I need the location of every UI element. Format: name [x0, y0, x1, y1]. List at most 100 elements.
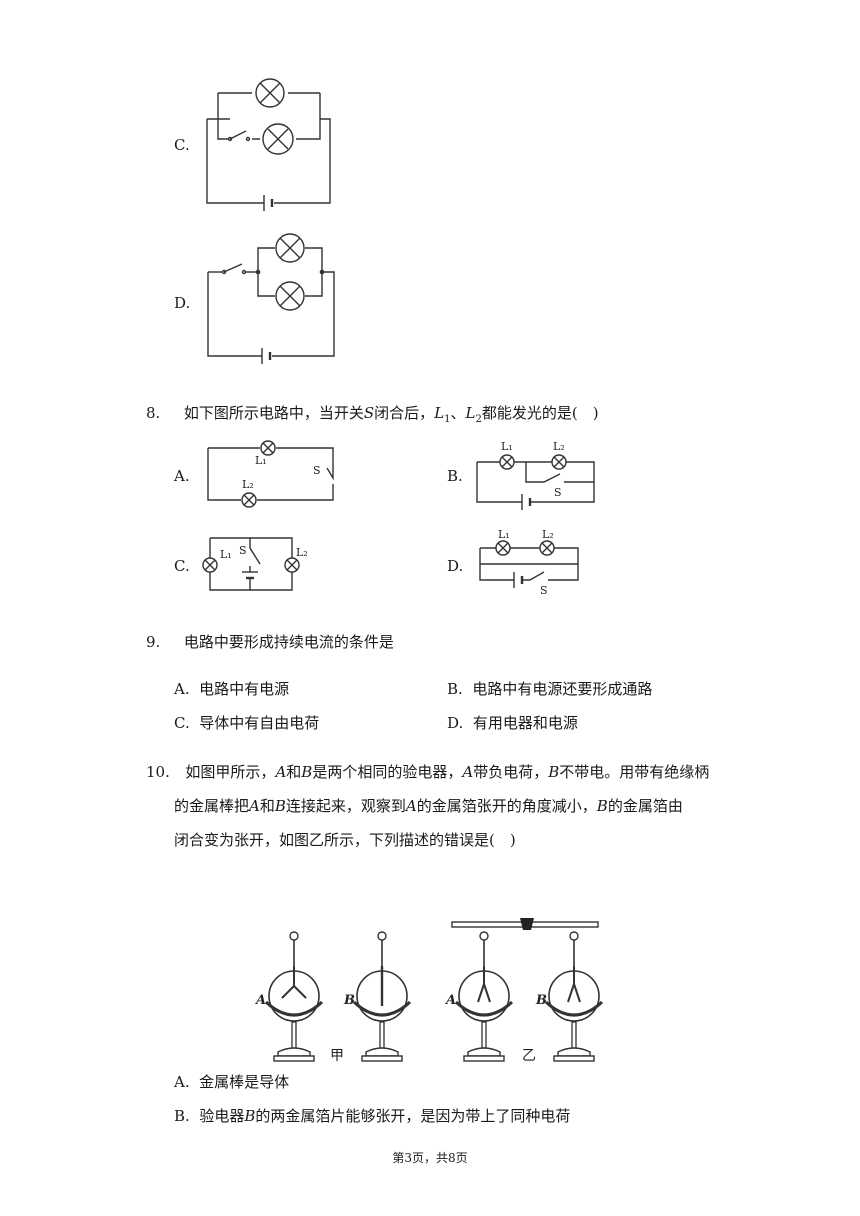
var: B	[244, 1107, 256, 1125]
option-key: B.	[174, 1107, 190, 1125]
label-l2: L₂	[542, 528, 554, 541]
label-l1: L₁	[501, 440, 513, 453]
label-s: S	[554, 486, 562, 499]
circuit-diagram-c	[206, 78, 331, 211]
option-key: A.	[174, 680, 190, 698]
option-key: B.	[447, 680, 463, 698]
question-10-line2: 的金属棒把A和B连接起来，观察到A的金属箔张开的角度减小，B的金属箔由	[174, 796, 683, 816]
text: 连接起来，观察到	[285, 797, 406, 815]
question-8: 8. 如下图所示电路中，当开关S闭合后，L1、L2都能发光的是( )	[146, 403, 599, 430]
option-d-label: D.	[447, 557, 464, 575]
var-l1-sub: 1	[444, 414, 451, 425]
electroscope-a-2	[454, 930, 514, 1063]
var: A	[275, 763, 287, 781]
electroscope-a	[264, 930, 324, 1063]
electroscope-b-2	[544, 930, 604, 1063]
var-l2: L	[465, 404, 476, 422]
lamp-icon	[202, 557, 218, 573]
option-text: 有用电器和电源	[472, 714, 578, 732]
insulating-handle	[520, 918, 534, 930]
option-d-label: D.	[174, 294, 191, 312]
option-text: 导体中有自由电荷	[199, 714, 320, 732]
label-l2: L₂	[242, 478, 254, 491]
circuit-diagram-8a: L₁ L₂ S	[207, 440, 334, 508]
text: 是两个相同的验电器，	[312, 763, 463, 781]
var: A	[405, 797, 417, 815]
circuit-diagram-8b: L₁ L₂ S	[476, 440, 595, 510]
electroscope-b	[352, 930, 412, 1063]
option-c: C. 导体中有自由电荷	[174, 713, 319, 733]
option-text: 电路中有电源还要形成通路	[472, 680, 653, 698]
option-b: B. 电路中有电源还要形成通路	[447, 679, 652, 699]
lamp-icon	[499, 454, 515, 470]
label-s: S	[540, 584, 548, 597]
question-10-line1: 10. 如图甲所示，A和B是两个相同的验电器，A带负电荷，B不带电。用带有绝缘柄	[146, 762, 709, 782]
question-10-line3: 闭合变为张开，如图乙所示，下列描述的错误是( )	[174, 831, 516, 849]
lamp-icon	[260, 440, 276, 456]
label-b: B	[343, 993, 355, 1008]
option-c-label: C.	[174, 136, 190, 154]
text: 的金属棒把	[174, 797, 250, 815]
question-text: 如下图所示电路中，当开关	[183, 404, 364, 422]
label-l2: L₂	[296, 546, 308, 559]
question-text: 都能发光的是( )	[481, 404, 599, 422]
circuit-diagram-8c: L₁ L₂ S	[202, 537, 308, 591]
option-c-label: C.	[174, 557, 190, 575]
separator: 、	[450, 404, 466, 422]
lamp-icon	[495, 540, 511, 556]
option-b-label: B.	[447, 467, 463, 485]
lamp-icon	[275, 233, 305, 263]
option-a: A. 电路中有电源	[174, 679, 289, 699]
label-b: B	[535, 993, 547, 1008]
lamp-icon	[241, 492, 257, 508]
question-text: 电路中要形成持续电流的条件是	[183, 633, 394, 651]
lamp-icon	[255, 78, 285, 108]
var: B	[596, 797, 608, 815]
option-b: B. 验电器B的两金属箔片能够张开，是因为带上了同种电荷	[174, 1106, 570, 1126]
var: B	[301, 763, 313, 781]
var: B	[274, 797, 286, 815]
text: 的金属箔由	[607, 797, 683, 815]
var-l2-sub: 2	[475, 414, 482, 425]
var: A	[462, 763, 474, 781]
option-text: 的两金属箔片能够张开，是因为带上了同种电荷	[255, 1107, 571, 1125]
lamp-icon	[539, 540, 555, 556]
option-text: 验电器	[199, 1107, 245, 1125]
option-key: C.	[174, 714, 190, 732]
electroscope-figure: A B A B 甲 乙	[254, 918, 604, 1064]
label-s: S	[313, 464, 321, 477]
circuit-diagram-8d: L₁ L₂ S	[479, 528, 579, 597]
question-number: 9.	[146, 633, 161, 651]
var: A	[249, 797, 260, 815]
label-l1: L₁	[498, 528, 510, 541]
text: 和	[286, 763, 302, 781]
caption-yi: 乙	[522, 1048, 536, 1064]
option-a-label: A.	[174, 467, 190, 485]
question-number: 10.	[146, 763, 170, 781]
text: 带负电荷，	[473, 763, 549, 781]
option-text: 电路中有电源	[199, 680, 290, 698]
label-a: A	[444, 993, 456, 1008]
text: 的金属箔张开的角度减小，	[416, 797, 597, 815]
caption-jia: 甲	[330, 1048, 344, 1064]
lamp-icon	[275, 281, 305, 311]
option-a: A. 金属棒是导体	[174, 1072, 289, 1092]
option-d: D. 有用电器和电源	[447, 713, 578, 733]
lamp-icon	[551, 454, 567, 470]
label-l1: L₁	[220, 548, 232, 561]
text: 不带电。用带有绝缘柄	[559, 763, 710, 781]
question-number: 8.	[146, 404, 161, 422]
circuit-diagram-d	[207, 233, 335, 364]
option-key: A.	[174, 1073, 190, 1091]
var-s: S	[363, 404, 375, 422]
label-l1: L₁	[255, 454, 267, 467]
var-l1: L	[434, 404, 445, 422]
page-footer: 第3页，共8页	[392, 1151, 468, 1165]
lamp-icon	[284, 557, 300, 573]
text: 如图甲所示，	[185, 763, 276, 781]
text: 和	[259, 797, 275, 815]
label-s: S	[239, 544, 247, 557]
label-a: A	[254, 993, 266, 1008]
question-9: 9. 电路中要形成持续电流的条件是	[146, 632, 394, 652]
lamp-icon	[262, 123, 294, 155]
